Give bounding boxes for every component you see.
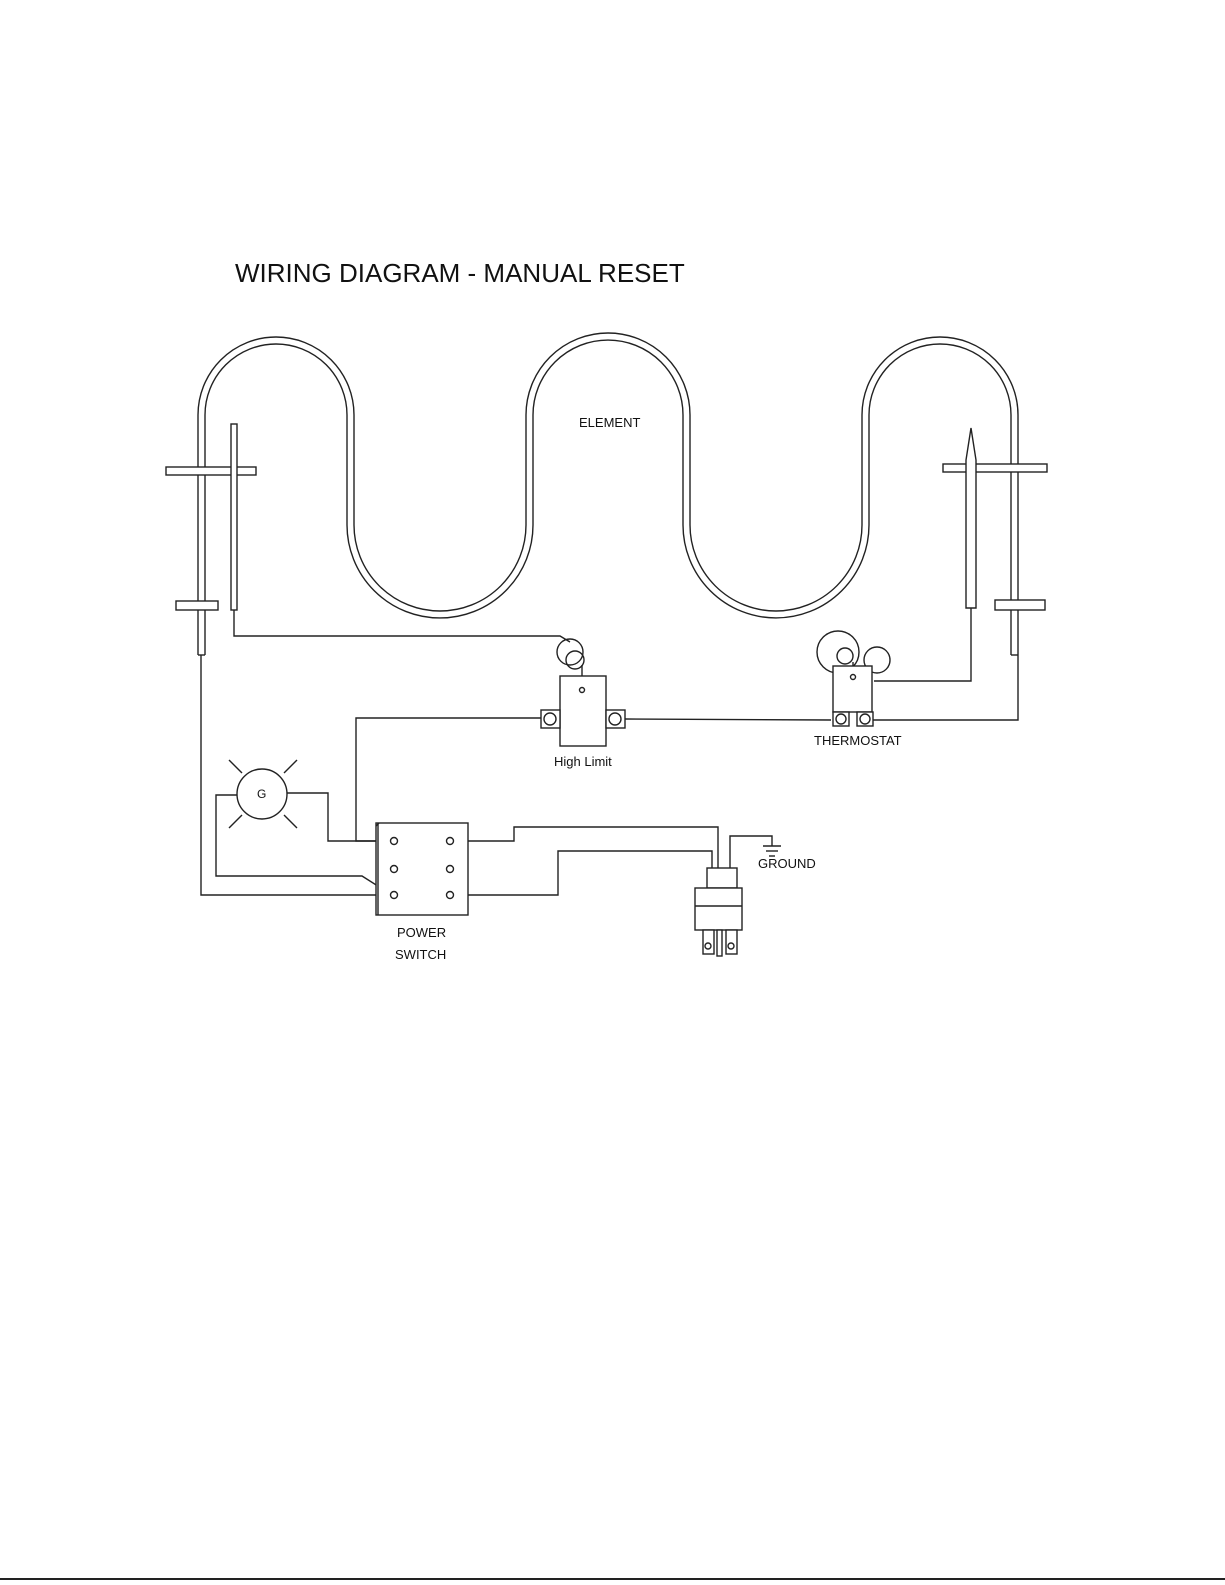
right-lower-bracket [995,600,1045,610]
right-upper-bracket [943,464,1047,472]
power-switch [376,823,468,915]
element-label: ELEMENT [579,415,640,430]
thermostat-label: THERMOSTAT [814,733,902,748]
high-limit-sensor-bulb [231,424,237,610]
high-limit-switch [541,639,625,746]
power-switch-label-line1: POWER [397,925,446,940]
power-plug-icon [695,868,742,956]
page-bottom-rule [0,1578,1225,1580]
indicator-light-label: G [257,787,266,801]
thermostat [817,631,890,726]
thermostat-sensor-probe [966,428,976,608]
power-switch-label-line2: SWITCH [395,947,446,962]
ground-symbol-icon [763,846,781,856]
left-upper-bracket [166,467,256,475]
left-lower-bracket [176,601,218,610]
wires [201,608,1018,895]
high-limit-label: High Limit [554,754,612,769]
heating-element [198,333,1018,655]
ground-label: GROUND [758,856,816,871]
